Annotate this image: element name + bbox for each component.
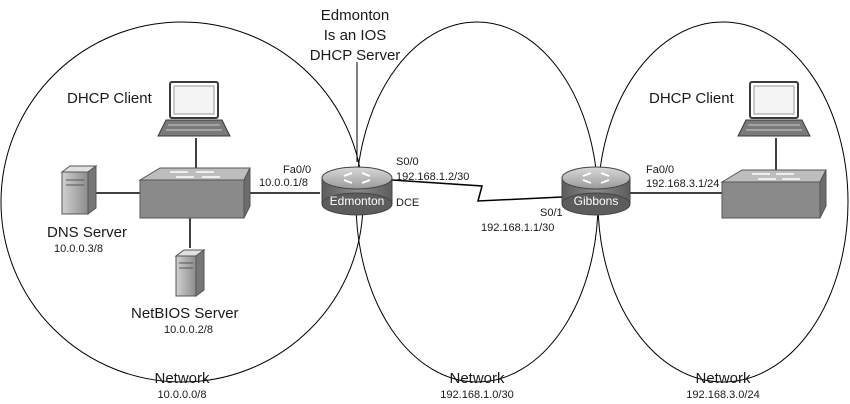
right-network-label: Network [695,370,751,387]
annotation-line-2: Is an IOS [324,27,387,44]
edmonton-fa-port: Fa0/0 [283,164,311,176]
middle-network-label: Network [449,370,505,387]
left-network-label: Network [154,370,210,387]
middle-network-address: 192.168.1.0/30 [440,389,513,401]
edmonton-fa-ip: 10.0.0.1/8 [259,177,308,189]
gibbons-fa-port: Fa0/0 [646,164,674,176]
edmonton-dce-label: DCE [396,197,419,209]
dns-server-label: DNS Server [47,224,127,241]
server-icon [174,249,206,297]
edmonton-router-label: Edmonton [330,194,385,208]
left-network-address: 10.0.0.0/8 [158,389,207,401]
laptop-icon [737,81,811,137]
gibbons-fa-ip: 192.168.3.1/24 [646,178,719,190]
laptop-icon [157,81,231,137]
switch-icon [138,167,251,219]
netbios-server-label: NetBIOS Server [131,305,239,322]
gibbons-serial-ip: 192.168.1.1/30 [481,222,554,234]
netbios-server-ip: 10.0.0.2/8 [164,324,213,336]
router-icon [561,166,631,216]
annotation-line-1: Edmonton [321,7,389,24]
server-icon [60,165,98,215]
right-dhcp-client-label: DHCP Client [649,90,735,107]
serial-link [391,179,563,202]
right-network-address: 192.168.3.0/24 [686,389,759,401]
gibbons-serial-port: S0/1 [540,207,563,219]
switch-icon [720,169,827,219]
edmonton-serial-port: S0/0 [396,156,419,168]
left-dhcp-client-label: DHCP Client [67,90,153,107]
annotation-line-3: DHCP Server [310,47,401,64]
router-icon [321,166,393,216]
edmonton-serial-ip: 192.168.1.2/30 [396,171,469,183]
dns-server-ip: 10.0.0.3/8 [54,243,103,255]
gibbons-router-label: Gibbons [574,194,619,208]
